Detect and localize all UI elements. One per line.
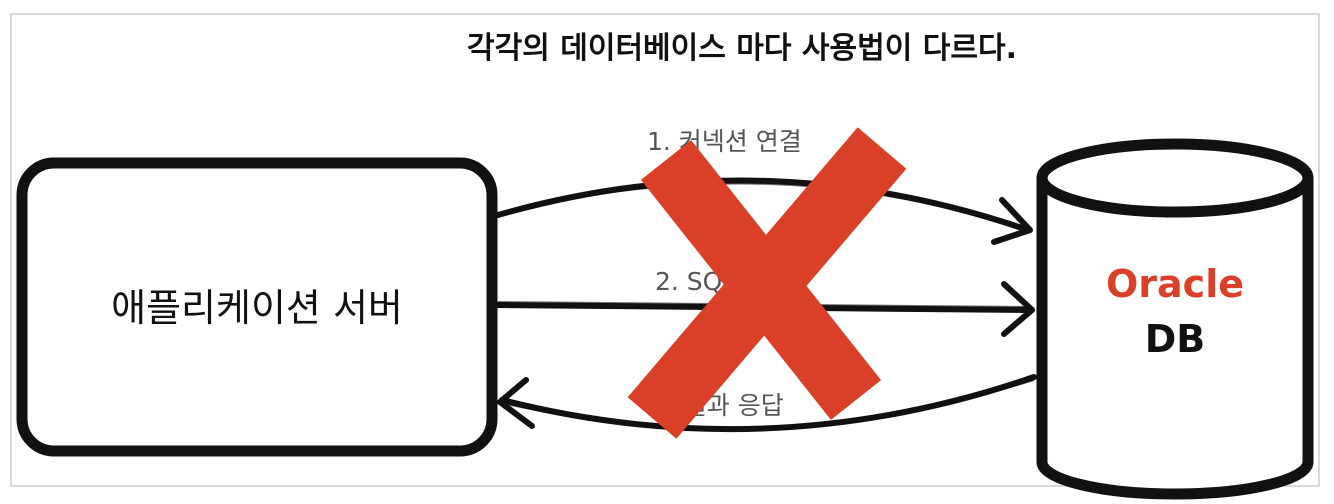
db-label: DB (1145, 317, 1206, 361)
db-vendor-label: Oracle (1106, 262, 1244, 306)
app-server-label: 애플리케이션 서버 (111, 286, 403, 330)
arrow-sql-head-icon (1001, 281, 1035, 337)
app-server-box (16, 157, 498, 457)
arrow-connect-head-icon (991, 197, 1033, 245)
arrow-response (497, 374, 1037, 433)
arrow-response-head-icon (497, 377, 535, 429)
step-1-label: 1. 커넥션 연결 (647, 127, 802, 156)
diagram-title: 각각의 데이터베이스 마다 사용법이 다르다. (467, 31, 1017, 66)
database-cylinder-icon (1036, 138, 1314, 500)
red-x-cross-icon (627, 127, 907, 439)
arrow-connect (495, 177, 1033, 245)
